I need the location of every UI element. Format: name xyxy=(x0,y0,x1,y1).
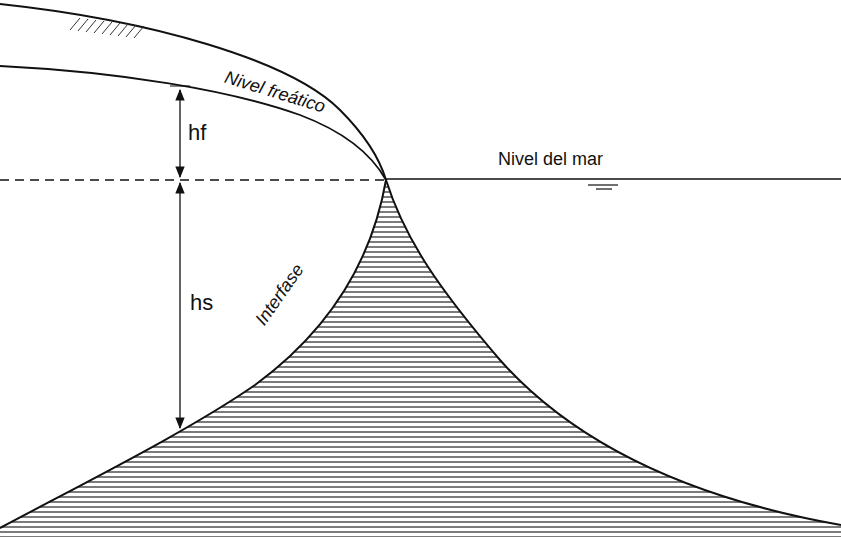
water-symbol xyxy=(588,185,618,189)
sea-level-line xyxy=(386,178,841,180)
interface-label: Interfase xyxy=(252,261,307,329)
ground-surface xyxy=(0,4,841,525)
interface-line xyxy=(0,180,386,528)
dimension-label: hs xyxy=(190,292,213,314)
water-table-label: Nivel freático xyxy=(223,68,328,116)
hf-tick xyxy=(170,86,190,87)
dimension-label: hf xyxy=(188,122,206,144)
sea-level-dashed xyxy=(0,179,386,180)
hs-dimension-arrow xyxy=(179,183,180,428)
salt-water-wedge xyxy=(0,180,841,537)
hf-dimension-arrow xyxy=(179,90,180,177)
ground-hatch xyxy=(70,18,144,38)
water-table-line xyxy=(0,66,386,180)
sea-level-label: Nivel del mar xyxy=(498,150,603,168)
